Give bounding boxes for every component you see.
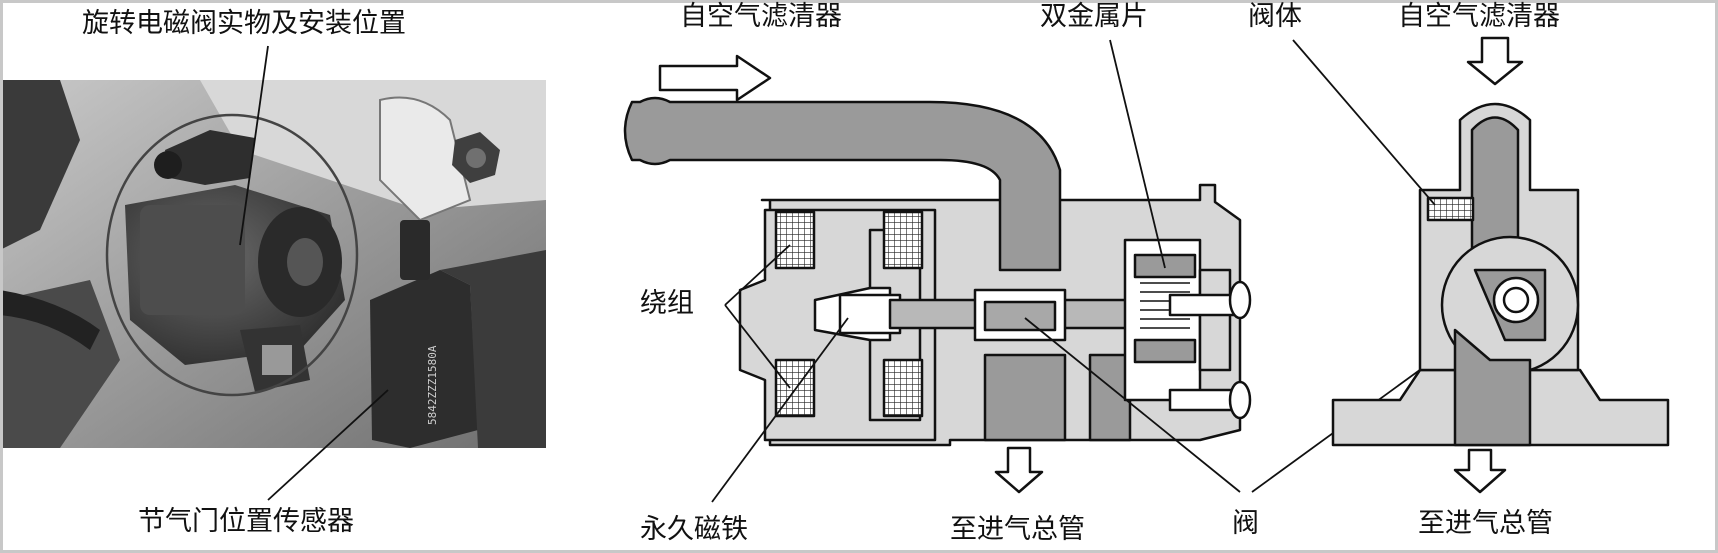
intake-pipe (623, 96, 1062, 272)
winding-coils (774, 210, 924, 418)
leader-magnet (711, 317, 849, 503)
leader-photo-title (239, 45, 269, 246)
photo-bracket (379, 96, 472, 222)
valve-body-label: 阀体 (1248, 1, 1302, 32)
side-port (1088, 353, 1132, 442)
side-set-screw (1426, 196, 1475, 222)
leader-tps (267, 389, 389, 501)
leader-valve-left (1024, 317, 1241, 493)
inlet-arrow (658, 54, 772, 102)
winding-coil-upper-left (774, 210, 816, 270)
photo-engine-left (0, 80, 80, 250)
permanent-magnet-label: 永久磁铁 (640, 514, 748, 545)
photo-tps-sensor: 5842ZZZ1580A (370, 220, 546, 448)
winding-coil-upper-right (882, 210, 924, 270)
bimetal-assembly (1123, 238, 1252, 420)
side-rotor-shaft-inner (1502, 286, 1530, 314)
from-air-filter-label-left: 自空气滤清器 (680, 1, 842, 32)
outlet-port (983, 353, 1067, 442)
leader-bimetal (1109, 39, 1166, 269)
winding-label: 绕组 (640, 288, 694, 319)
leader-valve-body (1292, 39, 1436, 206)
photo-highlight-circle (105, 113, 359, 397)
photo-title-label: 旋转电磁阀实物及安装位置 (82, 8, 406, 39)
side-outlet-channel (1453, 328, 1532, 447)
outlet-arrow-right (1453, 448, 1507, 494)
photo-hose (0, 290, 100, 350)
photo-solenoid-valve (125, 130, 345, 392)
side-view (1331, 36, 1670, 494)
tps-label: 节气门位置传感器 (138, 506, 354, 537)
valve-label: 阀 (1232, 508, 1259, 539)
cross-section-view (623, 54, 1252, 494)
photo-part-code: 5842ZZZ1580A (426, 345, 439, 425)
leader-winding-lower (724, 304, 791, 389)
to-intake-manifold-label-left: 至进气总管 (950, 514, 1085, 545)
photo-bolt (452, 132, 500, 183)
solenoid-photo: 5842ZZZ1580A (0, 80, 546, 448)
winding-coil-lower-right (882, 358, 924, 418)
valve-disc (983, 300, 1057, 332)
to-intake-manifold-label-right: 至进气总管 (1418, 508, 1553, 539)
photo-engine-bottom (0, 280, 120, 448)
side-inner-pipe (1470, 116, 1520, 262)
outlet-arrow-left (994, 446, 1044, 494)
leader-winding-upper (724, 244, 791, 306)
inlet-arrow-right (1466, 36, 1524, 86)
bimetal-label: 双金属片 (1040, 1, 1148, 32)
from-air-filter-label-right: 自空气滤清器 (1398, 1, 1560, 32)
